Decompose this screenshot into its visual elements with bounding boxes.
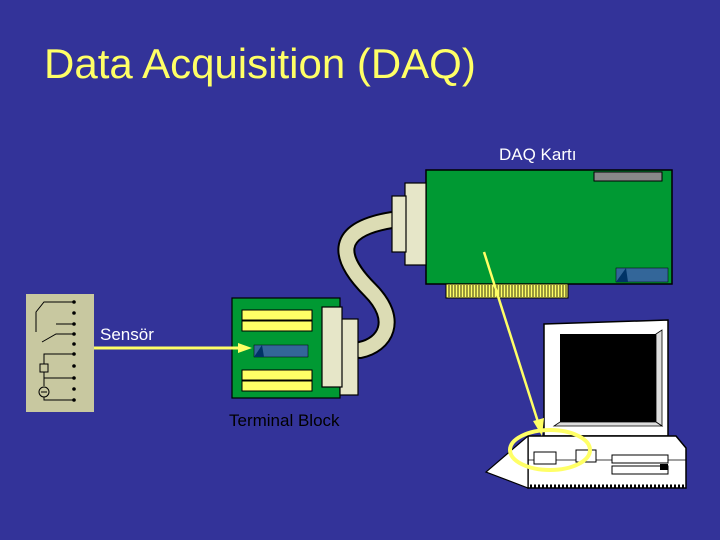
sensor-label: Sensör xyxy=(100,325,154,344)
highlight-ellipse xyxy=(508,428,592,472)
daq-card-logo xyxy=(615,267,669,283)
ribbon-cable xyxy=(337,211,401,359)
daq-card-edge-connector xyxy=(445,283,569,299)
computer-monitor xyxy=(543,319,669,447)
computer-system-unit xyxy=(484,434,687,489)
terminal-block-logo xyxy=(253,344,309,358)
slide-title: Data Acquisition (DAQ) xyxy=(44,40,476,87)
daq-to-computer-arrow xyxy=(482,251,544,436)
daq-card-label: DAQ Kartı xyxy=(499,145,577,164)
daq-card xyxy=(391,169,673,299)
terminal-block-connector xyxy=(321,306,359,396)
terminal-block-label: Terminal Block xyxy=(229,411,340,430)
sensor-panel xyxy=(26,294,94,412)
sensor-arrow xyxy=(94,343,252,353)
computer xyxy=(484,319,687,489)
daq-card-connector xyxy=(391,182,427,266)
terminal-block xyxy=(231,297,359,399)
